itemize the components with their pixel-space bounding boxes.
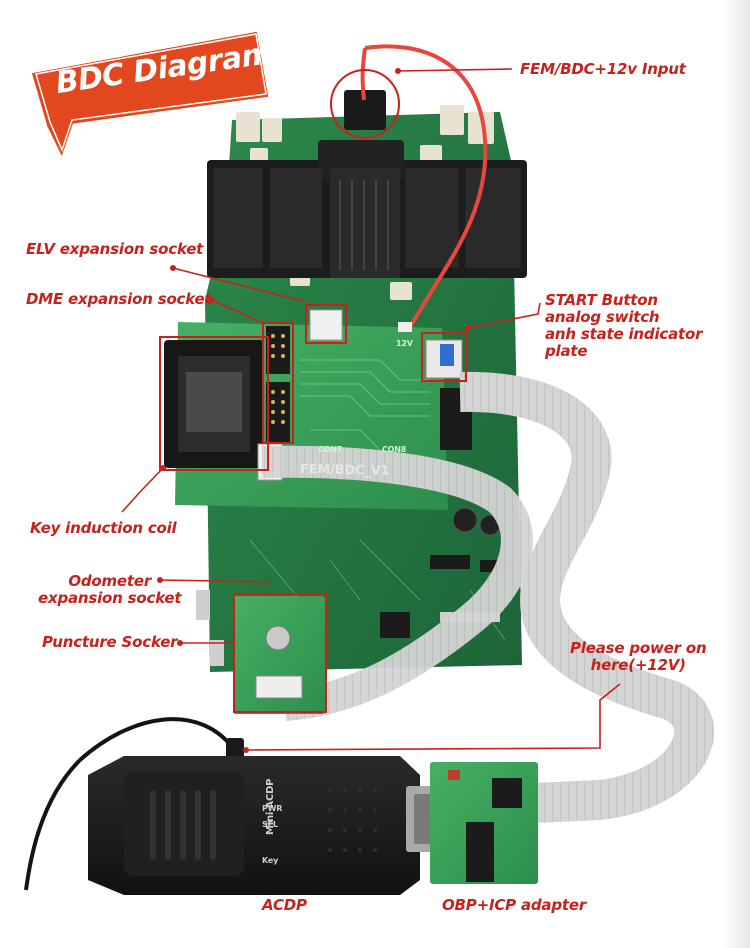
relay — [262, 118, 282, 142]
label-dme-socket: DME expansion socket — [26, 290, 212, 308]
label-fem-input: FEM/BDC+12v Input — [520, 60, 686, 78]
puncture-pin — [265, 625, 291, 651]
main-connectors — [207, 90, 527, 278]
right-edge-shadow — [722, 0, 750, 948]
label-odometer-line2: expansion socket — [38, 589, 182, 607]
puncture-highlight — [233, 593, 327, 713]
label-start-button-line4: plate — [545, 342, 588, 360]
elv-highlight — [305, 304, 347, 344]
pin-header — [210, 640, 224, 666]
ribbon-cable — [459, 371, 714, 825]
label-obp-adapter: OBP+ICP adapter — [442, 896, 587, 914]
relay — [440, 105, 464, 135]
chip — [430, 555, 470, 569]
board-label-fem-bdc: FEM/BDC_V1 — [299, 462, 390, 479]
elv-socket — [309, 309, 343, 341]
chip — [380, 612, 410, 638]
leader-dots — [157, 68, 471, 753]
label-puncture: Puncture Socker — [42, 633, 178, 651]
label-start-button-line1: START Button — [545, 291, 658, 309]
device-button-pwr: PWR — [262, 804, 283, 813]
label-power-on-line2: here(+12V) — [590, 656, 686, 674]
label-start-button: START Button analog switch anh state ind… — [545, 292, 702, 360]
relay — [390, 282, 412, 300]
capacitor — [452, 507, 478, 533]
key-coil-highlight — [159, 336, 269, 471]
start-switch — [440, 344, 454, 366]
v12-pin — [398, 322, 412, 332]
relay — [468, 112, 494, 144]
device-button-key: Key — [262, 856, 279, 865]
label-power-on: Please power on here(+12V) — [570, 639, 707, 674]
label-acdp: ACDP — [262, 896, 307, 914]
dme-highlight — [262, 322, 294, 444]
label-elv-socket: ELV expansion socket — [26, 240, 204, 258]
board-label-12v: 12V — [396, 339, 413, 348]
pin-header — [196, 590, 210, 620]
power-plug — [344, 90, 386, 130]
board-label-con8: CON8 — [382, 445, 407, 454]
board-label-con7: CON7 — [318, 445, 343, 454]
adapter-header — [466, 822, 494, 882]
label-odometer-line1: Odometer — [68, 572, 152, 590]
header — [266, 382, 290, 442]
usb-cable — [24, 717, 238, 891]
label-key-coil: Key induction coil — [30, 519, 177, 537]
label-odometer: Odometer expansion socket — [38, 572, 182, 607]
leader-lines — [121, 68, 621, 751]
power-wire — [360, 44, 488, 336]
fem-input-highlight — [330, 69, 400, 139]
lightning-arrow-icon — [61, 125, 85, 161]
start-highlight — [421, 332, 467, 382]
device-button-sel: SEL — [262, 820, 278, 829]
highlight-boxes — [159, 69, 467, 713]
label-power-on-line1: Please power on — [570, 639, 707, 657]
dme-header — [266, 326, 290, 374]
obp-icp-adapter — [430, 762, 538, 884]
relay — [236, 112, 260, 142]
label-start-button-line3: anh state indicator — [545, 325, 703, 343]
puncture-socket-board — [233, 596, 325, 714]
title-badge — [28, 28, 272, 164]
ribbon-cable-lower — [261, 445, 533, 721]
label-start-button-line2: analog switch — [545, 308, 660, 326]
